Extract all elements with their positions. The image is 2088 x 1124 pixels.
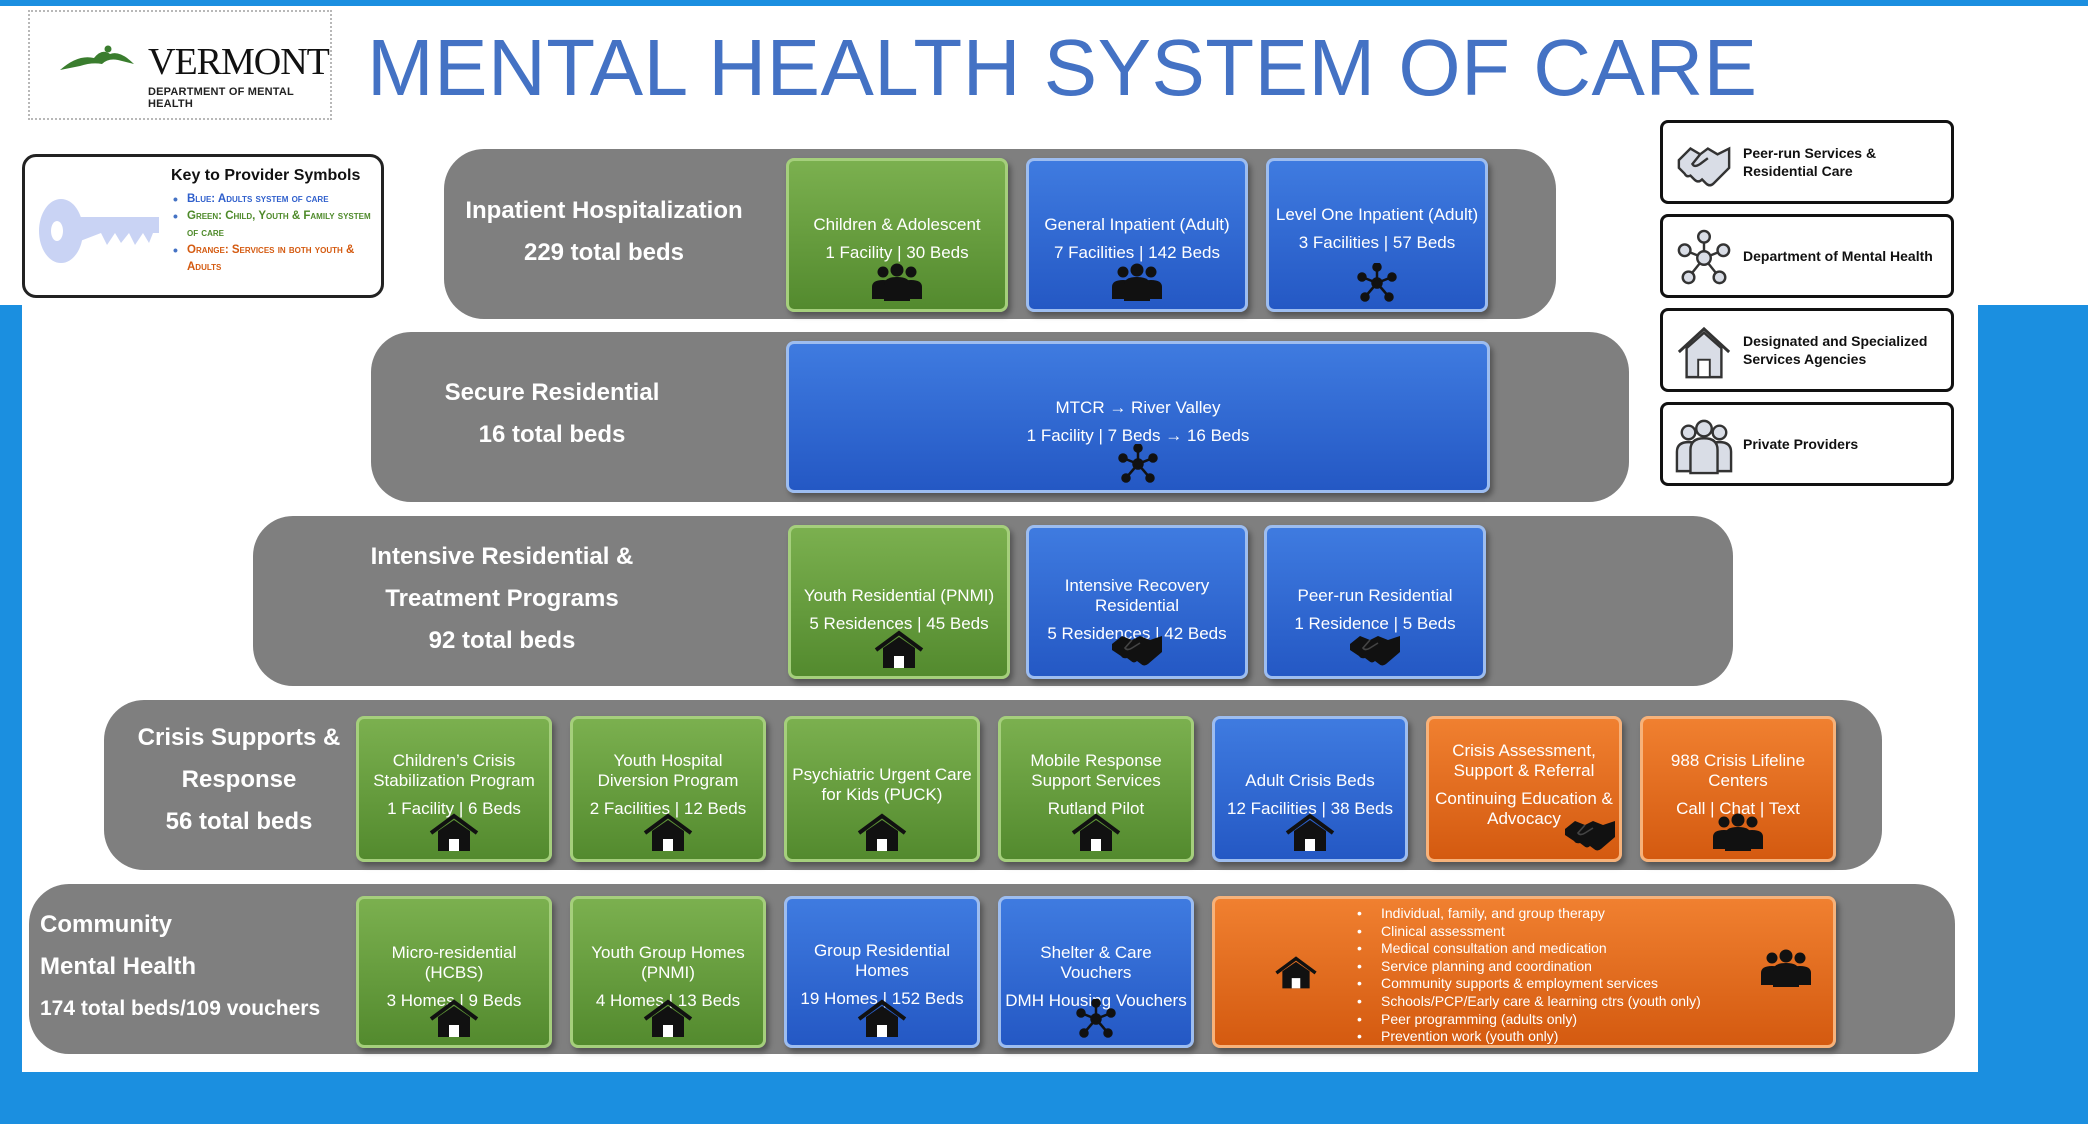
house-icon: [857, 999, 907, 1037]
key-item-orange: Orange: Services in both youth & Adults: [171, 242, 381, 276]
tier-label-crisis: Crisis Supports & Response 56 total beds: [137, 724, 341, 835]
house-icon: [643, 813, 693, 851]
legend-label: Designated and Specialized Services Agen…: [1743, 333, 1928, 367]
tier-label-secure: Secure Residential 16 total beds: [444, 379, 660, 448]
vermont-dmh-logo: VERMONT DEPARTMENT OF MENTAL HEALTH: [28, 10, 332, 120]
key-list: Blue: Adults system of care Green: Child…: [171, 191, 381, 276]
box-micro-residential: Micro-residential (HCBS) 3 Homes | 9 Bed…: [356, 896, 552, 1048]
box-mtcr-river-valley: MTCR → River Valley 1 Facility | 7 Beds …: [786, 341, 1490, 493]
box-shelter-care-vouchers: Shelter & Care Vouchers DMH Housing Vouc…: [998, 896, 1194, 1048]
logo-name: VERMONT: [148, 41, 330, 83]
box-puck: Psychiatric Urgent Care for Kids (PUCK): [784, 716, 980, 862]
box-group-residential-homes: Group Residential Homes 19 Homes | 152 B…: [784, 896, 980, 1048]
box-level-one-inpatient: Level One Inpatient (Adult) 3 Facilities…: [1266, 158, 1488, 312]
legend-item-private-providers: Private Providers: [1660, 402, 1954, 486]
key-icon: [39, 199, 159, 263]
network-icon: [1357, 263, 1397, 302]
people-icon: [1112, 263, 1162, 301]
mountain-logo-icon: [60, 45, 134, 70]
slide: VERMONT DEPARTMENT OF MENTAL HEALTH MENT…: [22, 8, 1978, 1072]
tier-label-community: Community Mental Health 174 total beds/1…: [40, 911, 321, 1020]
legend-label: Private Providers: [1743, 436, 1859, 452]
key-item-green: Green: Child, Youth & Family system of c…: [171, 208, 381, 242]
box-community-services: Individual, family, and group therapy Cl…: [1212, 896, 1836, 1048]
house-icon: [1071, 813, 1121, 851]
box-children-adolescent: Children & Adolescent 1 Facility | 30 Be…: [786, 158, 1008, 312]
house-icon: [1275, 956, 1317, 989]
service-item: Prevention work (youth only): [1357, 1028, 1701, 1045]
legend-item-dmh: Department of Mental Health: [1660, 214, 1954, 298]
service-item: Peer programming (adults only): [1357, 1011, 1701, 1029]
legend-label: Department of Mental Health: [1743, 248, 1933, 264]
box-peer-run-residential: Peer-run Residential 1 Residence | 5 Bed…: [1264, 525, 1486, 679]
people-icon: [1761, 949, 1811, 987]
box-988-crisis-lifeline: 988 Crisis Lifeline Centers Call | Chat …: [1640, 716, 1836, 862]
service-item: Schools/PCP/Early care & learning ctrs (…: [1357, 993, 1701, 1011]
service-item: Service planning and coordination: [1357, 958, 1701, 976]
page-title: MENTAL HEALTH SYSTEM OF CARE: [367, 23, 1758, 112]
handshake-icon: [1350, 636, 1400, 666]
people-icon: [1675, 419, 1733, 475]
network-icon: [1118, 444, 1158, 483]
legend-item-designated-agencies: Designated and Specialized Services Agen…: [1660, 308, 1954, 392]
key-item-blue: Blue: Adults system of care: [171, 191, 381, 208]
handshake-icon: [1565, 821, 1615, 851]
service-item: Medical consultation and medication: [1357, 940, 1701, 958]
provider-symbol-key: Key to Provider Symbols Blue: Adults sys…: [22, 154, 384, 298]
box-crisis-assessment: Crisis Assessment, Support & Referral Co…: [1426, 716, 1622, 862]
logo-subtitle: DEPARTMENT OF MENTAL HEALTH: [148, 86, 294, 110]
tier-label-inpatient: Inpatient Hospitalization 229 total beds: [465, 197, 743, 266]
house-icon: [643, 999, 693, 1037]
house-icon: [1285, 813, 1335, 851]
network-icon: [1677, 229, 1731, 285]
box-intensive-recovery-residential: Intensive Recovery Residential 5 Residen…: [1026, 525, 1248, 679]
handshake-icon: [1677, 146, 1731, 187]
people-icon: [872, 263, 922, 301]
house-icon: [874, 630, 924, 668]
service-item: Individual, family, and group therapy: [1357, 905, 1701, 923]
tier-label-intensive: Intensive Residential & Treatment Progra…: [370, 543, 634, 654]
network-icon: [1076, 999, 1116, 1038]
house-icon: [857, 813, 907, 851]
people-icon: [1713, 813, 1763, 851]
key-title: Key to Provider Symbols: [171, 167, 361, 184]
box-adult-crisis-beds: Adult Crisis Beds 12 Facilities | 38 Bed…: [1212, 716, 1408, 862]
box-mobile-response: Mobile Response Support Services Rutland…: [998, 716, 1194, 862]
handshake-icon: [1112, 636, 1162, 666]
box-general-inpatient-adult: General Inpatient (Adult) 7 Facilities |…: [1026, 158, 1248, 312]
service-item: Clinical assessment: [1357, 923, 1701, 941]
box-youth-residential-pnmi: Youth Residential (PNMI) 5 Residences | …: [788, 525, 1010, 679]
house-icon: [429, 999, 479, 1037]
box-childrens-crisis-stabilization: Children’s Crisis Stabilization Program …: [356, 716, 552, 862]
legend-item-peer-run: Peer-run Services & Residential Care: [1660, 120, 1954, 204]
community-services-list: Individual, family, and group therapy Cl…: [1357, 905, 1701, 1045]
house-icon: [429, 813, 479, 851]
box-youth-hospital-diversion: Youth Hospital Diversion Program 2 Facil…: [570, 716, 766, 862]
legend-label: Peer-run Services & Residential Care: [1743, 145, 1877, 179]
house-icon: [1677, 326, 1731, 379]
service-item: Community supports & employment services: [1357, 975, 1701, 993]
box-youth-group-homes: Youth Group Homes (PNMI) 4 Homes | 13 Be…: [570, 896, 766, 1048]
